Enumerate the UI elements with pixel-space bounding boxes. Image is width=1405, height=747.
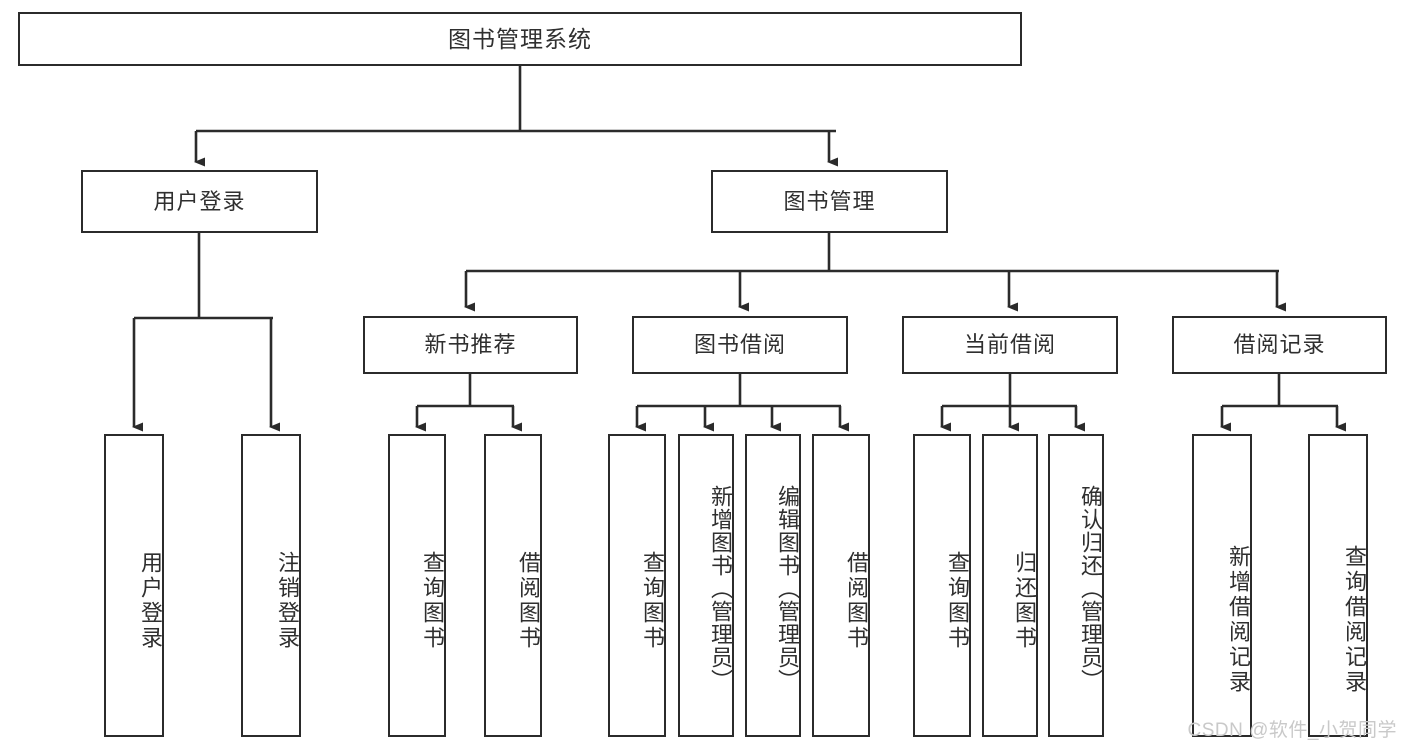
leaf-edit-book-admin[interactable]: 编辑图书（管理员） (745, 434, 801, 737)
leaf-logout[interactable]: 注销登录 (241, 434, 301, 737)
leaf-query-books-current[interactable]: 查询图书 (913, 434, 971, 737)
leaf-confirm-return-admin[interactable]: 确认归还（管理员） (1048, 434, 1104, 737)
leaf-query-books-borrow[interactable]: 查询图书 (608, 434, 666, 737)
node-borrow-record[interactable]: 借阅记录 (1172, 316, 1387, 374)
node-new-book-recommend[interactable]: 新书推荐 (363, 316, 578, 374)
leaf-borrow-books-lend[interactable]: 借阅图书 (812, 434, 870, 737)
leaf-add-book-admin[interactable]: 新增图书（管理员） (678, 434, 734, 737)
node-book-management[interactable]: 图书管理 (711, 170, 948, 233)
leaf-return-books[interactable]: 归还图书 (982, 434, 1038, 737)
leaf-user-login[interactable]: 用户登录 (104, 434, 164, 737)
csdn-watermark: CSDN @软件_小贺同学 (1187, 720, 1397, 741)
leaf-query-borrow-record[interactable]: 查询借阅记录 (1308, 434, 1368, 737)
node-book-borrow[interactable]: 图书借阅 (632, 316, 848, 374)
node-root-library-system[interactable]: 图书管理系统 (18, 12, 1022, 66)
node-user-login[interactable]: 用户登录 (81, 170, 318, 233)
leaf-query-books-recommend[interactable]: 查询图书 (388, 434, 446, 737)
node-current-borrow[interactable]: 当前借阅 (902, 316, 1118, 374)
leaf-add-borrow-record[interactable]: 新增借阅记录 (1192, 434, 1252, 737)
leaf-borrow-books-recommend[interactable]: 借阅图书 (484, 434, 542, 737)
